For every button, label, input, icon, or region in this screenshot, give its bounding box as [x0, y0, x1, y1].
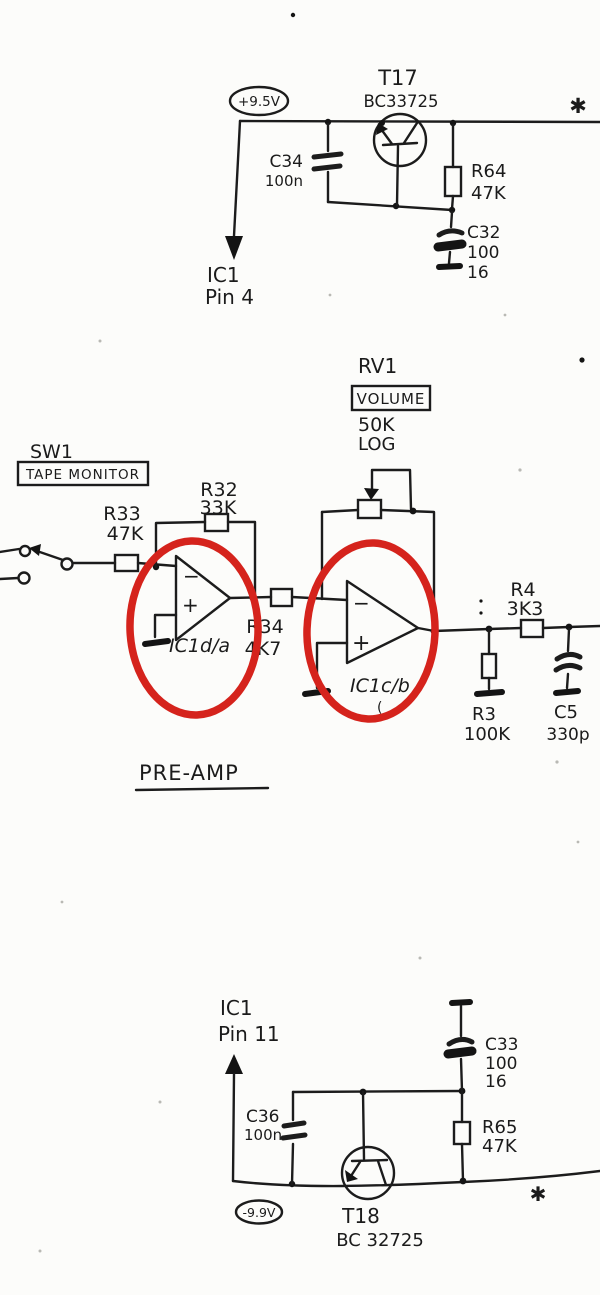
star-note-top: ✱ [569, 94, 587, 118]
capacitor-c34: C34 100n [265, 118, 454, 212]
resistor-r4: R4 3K3 [487, 579, 600, 639]
r33-name: R33 [103, 503, 140, 525]
opamp1-minus: − [183, 564, 200, 588]
potentiometer-rv1: RV1 VOLUME 50K LOG [320, 354, 436, 633]
switch-arrow-icon [29, 544, 41, 556]
c32-name: C32 [467, 223, 501, 243]
r32-name: R32 [200, 479, 237, 501]
opamp1-plus: + [182, 593, 199, 617]
emitter-arrow-icon [345, 1170, 358, 1182]
arrow-down-icon [225, 236, 243, 260]
red-annotation-circles [126, 537, 439, 723]
r3-name: R3 [472, 704, 496, 725]
r64-name: R64 [471, 161, 506, 182]
c33-voltage: 16 [485, 1072, 507, 1092]
wiper-arrow-icon [364, 488, 379, 500]
opamp-ic1c: − + IC1c/b ( [302, 579, 491, 716]
c33-value: 100 [485, 1054, 517, 1074]
c32-voltage: 16 [467, 263, 489, 283]
star-note-bottom: ✱ [530, 1182, 547, 1206]
c34-value: 100n [265, 172, 303, 190]
neg-rail-destination-pin: Pin 11 [218, 1022, 280, 1046]
negative-rail-label: -9.9V [243, 1205, 276, 1220]
pre-amp-title: PRE-AMP [139, 761, 239, 785]
transistor-t17: T17 BC33725 [363, 66, 439, 207]
c33-name: C33 [485, 1035, 519, 1055]
rv1-value: 50K [358, 414, 395, 436]
rv1-taper: LOG [358, 434, 396, 455]
red-circle-opamp2 [303, 539, 439, 723]
r34-name: R34 [246, 616, 283, 638]
emitter-arrow-icon [376, 123, 388, 135]
opamp1-label: IC1d/a [169, 635, 230, 657]
resistor-r64: R64 47K [443, 119, 507, 214]
neg-rail-destination-ic: IC1 [220, 996, 253, 1020]
arrow-up-icon [225, 1054, 243, 1074]
r34-value: 4K7 [245, 638, 282, 660]
t18-part-number: BC 32725 [336, 1230, 424, 1251]
r4-name: R4 [510, 579, 535, 601]
capacitor-c36: C36 100n [244, 1090, 308, 1188]
red-circle-opamp1 [126, 537, 262, 719]
opamp-ic1d: − + IC1d/a [142, 554, 273, 657]
transistor-t18: T18 BC 32725 [336, 1090, 424, 1251]
ground-symbol [142, 638, 171, 647]
r33-value: 47K [107, 523, 144, 545]
sw1-designator: SW1 [30, 441, 73, 463]
c36-value: 100n [244, 1126, 282, 1144]
capacitor-c5: C5 330p [546, 627, 590, 745]
ground-symbol [449, 999, 473, 1006]
opamp2-label: IC1c/b [350, 675, 410, 697]
r4-value: 3K3 [507, 598, 544, 620]
capacitor-c32: C32 100 16 [433, 210, 501, 283]
stray-pen-mark: ( [377, 700, 382, 716]
t17-part-number: BC33725 [363, 92, 438, 111]
t18-designator: T18 [341, 1204, 380, 1228]
c32-value: 100 [467, 243, 499, 263]
base-rail-wire [291, 1087, 466, 1096]
negative-supply-rail: IC1 Pin 11 -9.9V ✱ [218, 996, 600, 1225]
rv1-label: VOLUME [357, 390, 426, 408]
positive-rail-label: +9.5V [238, 94, 281, 110]
t17-designator: T17 [377, 66, 418, 90]
sw1-label: TAPE MONITOR [25, 467, 140, 483]
resistor-r3: R3 100K [464, 625, 511, 745]
capacitor-c33: C33 100 16 [443, 999, 519, 1093]
rail-destination-ic: IC1 [207, 263, 240, 287]
rail-destination-pin: Pin 4 [205, 285, 254, 309]
r65-name: R65 [482, 1117, 517, 1138]
r64-value: 47K [471, 183, 507, 204]
c34-name: C34 [269, 152, 303, 172]
resistor-r65: R65 47K [452, 1089, 518, 1185]
c5-name: C5 [554, 702, 578, 723]
c36-name: C36 [246, 1107, 280, 1127]
positive-supply-rail: +9.5V IC1 Pin 4 ✱ [205, 85, 600, 309]
switch-sw1: SW1 TAPE MONITOR [0, 441, 150, 585]
resistor-r33: R33 47K [103, 503, 178, 573]
opamp2-minus: − [353, 591, 370, 615]
r3-value: 100K [464, 724, 511, 745]
rv1-designator: RV1 [358, 354, 397, 378]
resistor-r32-feedback: R32 33K [152, 479, 257, 602]
section-title: PRE-AMP [134, 761, 270, 792]
r32-value: 33K [200, 497, 237, 519]
ground-symbol [474, 689, 505, 697]
r65-value: 47K [482, 1136, 518, 1157]
opamp2-plus: + [352, 631, 370, 656]
c5-value: 330p [546, 725, 589, 745]
ground-symbol [553, 688, 581, 696]
ground-symbol [436, 263, 463, 270]
scan-artifacts [38, 12, 585, 1253]
